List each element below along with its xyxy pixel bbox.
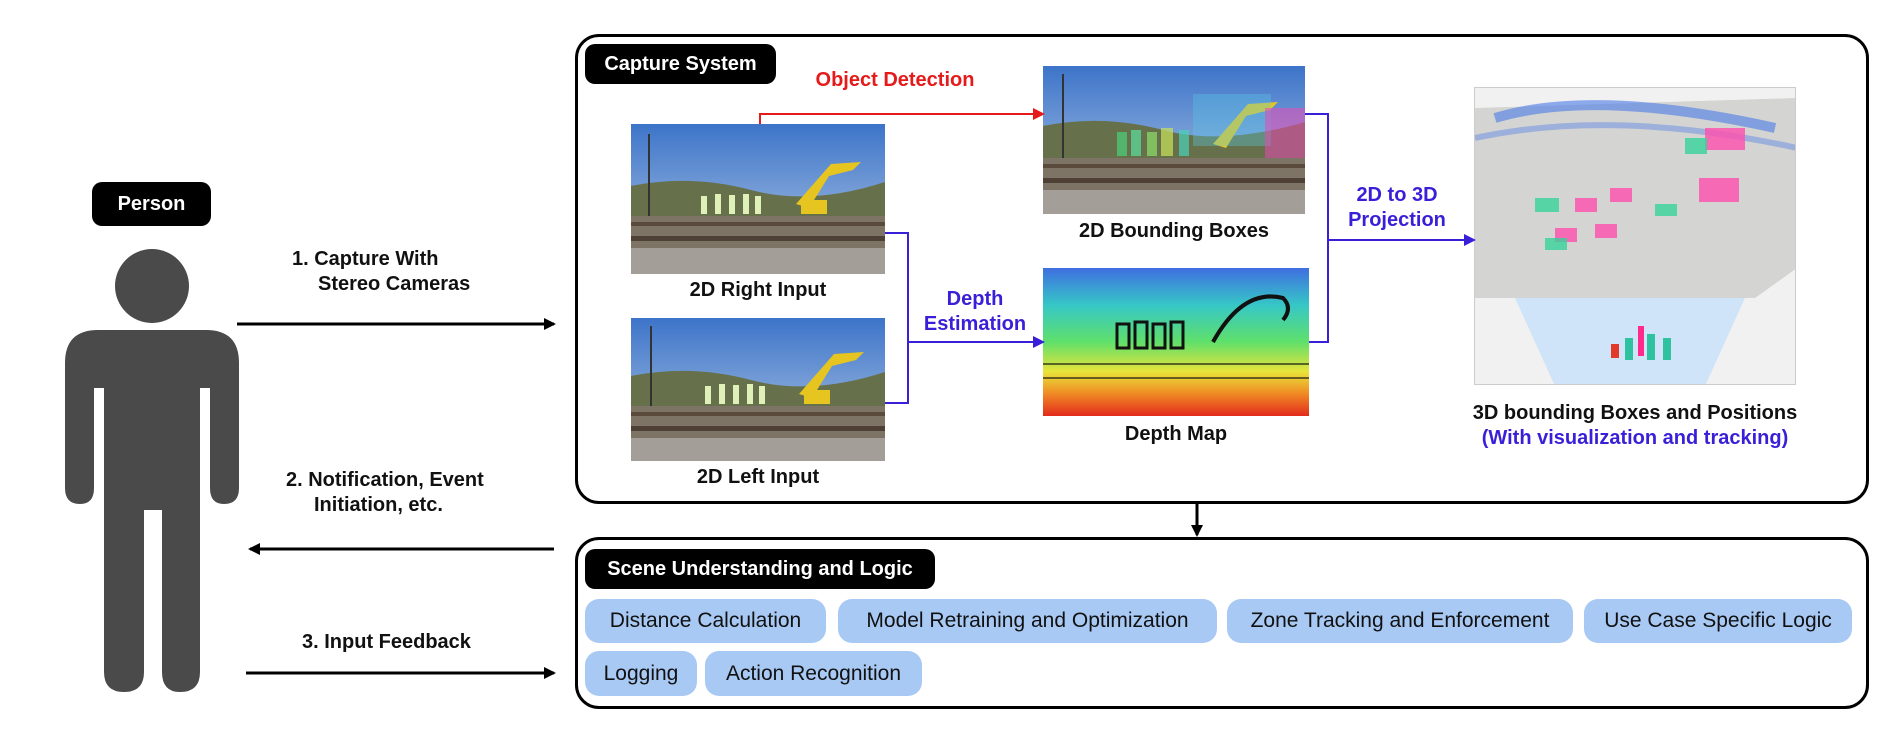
person-icon bbox=[65, 249, 239, 692]
step-feedback-label: 3. Input Feedback bbox=[302, 631, 471, 653]
step-capture-label: 1. Capture With Stereo Cameras bbox=[292, 248, 471, 295]
depth-map-caption: Depth Map bbox=[1124, 423, 1228, 445]
left-input-image bbox=[631, 318, 885, 461]
right-input-caption: 2D Right Input bbox=[689, 279, 827, 301]
scene-understanding-frame bbox=[575, 537, 1869, 709]
left-input-caption: 2D Left Input bbox=[696, 466, 820, 488]
bounding-boxes-caption: 2D Bounding Boxes bbox=[1078, 220, 1269, 242]
arrow-depth-right bbox=[885, 232, 909, 342]
object-detection-label: Object Detection bbox=[815, 69, 975, 91]
projection-label: 2D to 3D Projection bbox=[1348, 184, 1446, 231]
arrow-object-detection bbox=[759, 108, 1045, 124]
right-input-image bbox=[631, 124, 885, 274]
chip-model-retraining: Model Retraining and Optimization bbox=[838, 599, 1217, 643]
chip-logging: Logging bbox=[585, 651, 697, 696]
arrow-depth-left bbox=[885, 342, 909, 404]
3d-result-title: 3D bounding Boxes and Positions bbox=[1472, 402, 1798, 424]
3d-boxes-image bbox=[1474, 87, 1796, 385]
chip-use-case-logic: Use Case Specific Logic bbox=[1584, 599, 1852, 643]
3d-result-subtitle: (With visualization and tracking) bbox=[1481, 427, 1789, 449]
depth-estimation-label: Depth Estimation bbox=[923, 288, 1027, 335]
chip-distance-calculation: Distance Calculation bbox=[585, 599, 826, 643]
chip-action-recognition: Action Recognition bbox=[705, 651, 922, 696]
depth-map-image bbox=[1043, 268, 1309, 416]
arrow-proj-bbox bbox=[1305, 113, 1329, 240]
step-notification-label: 2. Notification, Event Initiation, etc. bbox=[286, 469, 484, 516]
arrow-proj-depth bbox=[1309, 240, 1329, 343]
capture-system-title: Capture System bbox=[585, 44, 776, 84]
person-label: Person bbox=[92, 182, 211, 226]
chip-zone-tracking: Zone Tracking and Enforcement bbox=[1227, 599, 1573, 643]
bounding-boxes-image bbox=[1043, 66, 1305, 214]
scene-understanding-title: Scene Understanding and Logic bbox=[585, 549, 935, 589]
capture-system-frame bbox=[575, 34, 1869, 504]
